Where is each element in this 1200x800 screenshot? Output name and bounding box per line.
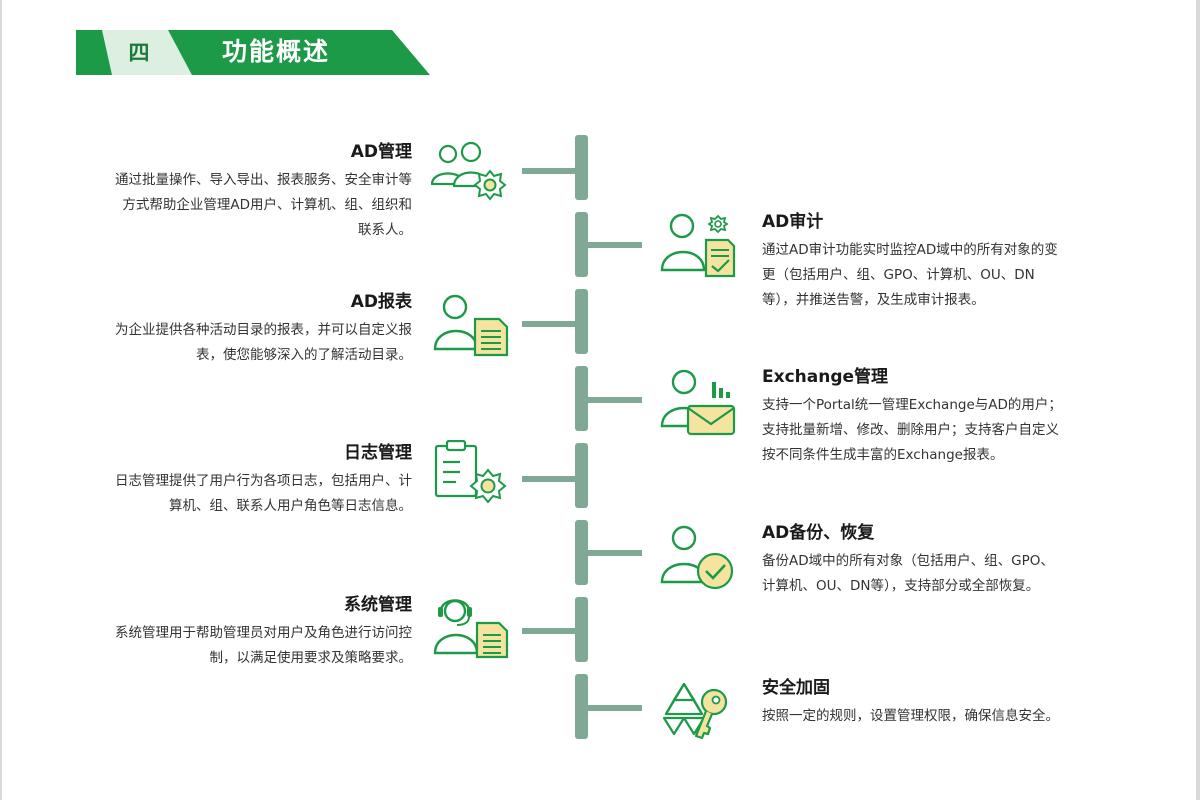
timeline-segment [575,443,588,508]
section-header: 四 功能概述 [0,0,1200,90]
feature-system-management: 系统管理 系统管理用于帮助管理员对用户及角色进行访问控制，以满足使用要求及策略要… [112,593,412,671]
user-report-icon [433,294,509,357]
user-check-icon [660,525,734,590]
feature-description: 备份AD域中的所有对象（包括用户、组、GPO、计算机、OU、DN等），支持部分或… [762,553,1054,594]
timeline-branch-left [522,476,577,482]
feature-title: 系统管理 [344,595,412,615]
feature-description: 日志管理提供了用户行为各项日志，包括用户、计算机、组、联系人用户角色等日志信息。 [115,473,412,514]
timeline-segment [575,212,588,277]
feature-ad-audit: AD审计 通过AD审计功能实时监控AD域中的所有对象的变更（包括用户、组、GPO… [762,210,1062,313]
headset-document-icon [433,599,509,659]
feature-title: Exchange管理 [762,367,889,387]
timeline-segment [575,366,588,431]
feature-ad-report: AD报表 为企业提供各种活动目录的报表，并可以自定义报表，使您能够深入的了解活动… [112,290,412,368]
page-border-right [1196,0,1200,800]
feature-title: AD备份、恢复 [762,523,875,543]
timeline-segment [575,135,588,200]
timeline-branch-left [522,628,577,634]
timeline-branch-right [587,242,642,248]
feature-title: AD报表 [350,292,412,312]
feature-log-management: 日志管理 日志管理提供了用户行为各项日志，包括用户、计算机、组、联系人用户角色等… [112,441,412,519]
clipboard-gear-icon [434,440,507,504]
page-border-left [0,0,2,800]
section-number: 四 [128,41,150,65]
timeline-branch-right [587,550,642,556]
feature-title: 安全加固 [762,678,830,698]
feature-title: AD审计 [762,212,824,232]
timeline-segment [575,597,588,662]
timeline-segment [575,289,588,354]
timeline-branch-right [587,705,642,711]
timeline-branch-left [522,168,577,174]
header-shape [76,30,430,75]
timeline-segment [575,520,588,585]
timeline-segment [575,674,588,739]
key-shield-icon [662,682,728,740]
feature-description: 通过AD审计功能实时监控AD域中的所有对象的变更（包括用户、组、GPO、计算机、… [762,242,1058,308]
users-gear-icon [430,141,507,201]
user-mail-icon [660,369,736,436]
feature-security-hardening: 安全加固 按照一定的规则，设置管理权限，确保信息安全。 [762,676,1062,729]
feature-description: 通过批量操作、导入导出、报表服务、安全审计等方式帮助企业管理AD用户、计算机、组… [115,172,412,238]
feature-description: 系统管理用于帮助管理员对用户及角色进行访问控制，以满足使用要求及策略要求。 [115,625,412,666]
feature-title: AD管理 [350,142,412,162]
timeline-branch-left [522,321,577,327]
feature-title: 日志管理 [344,443,412,463]
section-title: 功能概述 [222,37,331,66]
feature-ad-backup: AD备份、恢复 备份AD域中的所有对象（包括用户、组、GPO、计算机、OU、DN… [762,521,1062,599]
feature-description: 按照一定的规则，设置管理权限，确保信息安全。 [762,708,1059,724]
feature-ad-management: AD管理 通过批量操作、导入导出、报表服务、安全审计等方式帮助企业管理AD用户、… [112,140,412,243]
timeline-branch-right [587,397,642,403]
feature-description: 为企业提供各种活动目录的报表，并可以自定义报表，使您能够深入的了解活动目录。 [115,322,412,363]
user-audit-icon [660,213,736,278]
feature-description: 支持一个Portal统一管理Exchange与AD的用户；支持批量新增、修改、删… [762,397,1062,463]
feature-exchange-management: Exchange管理 支持一个Portal统一管理Exchange与AD的用户；… [762,365,1062,468]
